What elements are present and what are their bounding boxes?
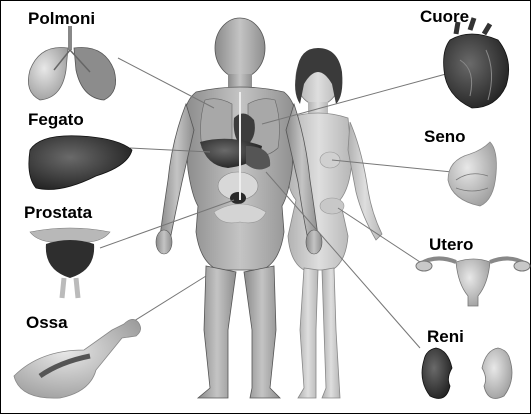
label-ossa: Ossa bbox=[26, 313, 68, 333]
breast-icon bbox=[448, 142, 496, 206]
liver-icon bbox=[29, 136, 132, 190]
uterus-icon bbox=[416, 258, 530, 306]
prostate-icon bbox=[30, 228, 110, 298]
line-polmoni bbox=[118, 58, 214, 108]
line-reni bbox=[266, 172, 420, 348]
label-cuore: Cuore bbox=[420, 7, 469, 27]
kidneys-icon bbox=[422, 348, 512, 398]
female-figure bbox=[276, 48, 382, 398]
label-utero: Utero bbox=[429, 235, 473, 255]
label-polmoni: Polmoni bbox=[28, 9, 95, 29]
label-seno: Seno bbox=[424, 127, 466, 147]
lungs-icon bbox=[28, 26, 115, 100]
label-reni: Reni bbox=[427, 327, 464, 347]
label-fegato: Fegato bbox=[28, 110, 84, 130]
label-prostata: Prostata bbox=[24, 203, 92, 223]
heart-icon bbox=[444, 18, 509, 108]
line-utero bbox=[338, 208, 420, 262]
